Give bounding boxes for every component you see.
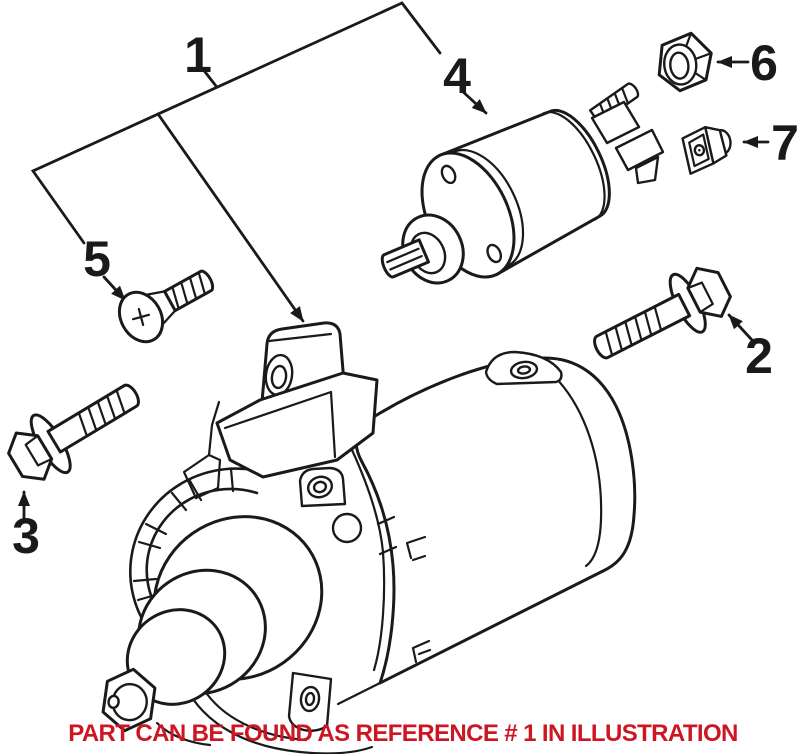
bolt-long-drawing [593,266,732,360]
callout-3-label: 3 [12,508,40,564]
callout-1-leader [30,1,442,323]
callout-1-label: 1 [184,27,212,83]
starter-assembly-drawing [101,321,637,754]
solenoid-drawing [380,82,665,285]
flat-screw-drawing [117,269,215,344]
callout-2-label: 2 [745,328,773,384]
callout-5-arrow [102,275,127,302]
callout-7-label: 7 [771,115,799,171]
bolt-short-drawing [7,383,140,481]
hex-nut-drawing [657,31,713,93]
callout-6-label: 6 [750,35,778,91]
callout-4-label: 4 [443,48,471,104]
callout-5-label: 5 [83,231,111,287]
part-caption: PART CAN BE FOUND AS REFERENCE # 1 IN IL… [68,720,738,747]
terminal-nut-drawing [681,125,732,175]
callout-4-arrow [459,88,488,115]
callout-2-arrow [727,313,754,342]
